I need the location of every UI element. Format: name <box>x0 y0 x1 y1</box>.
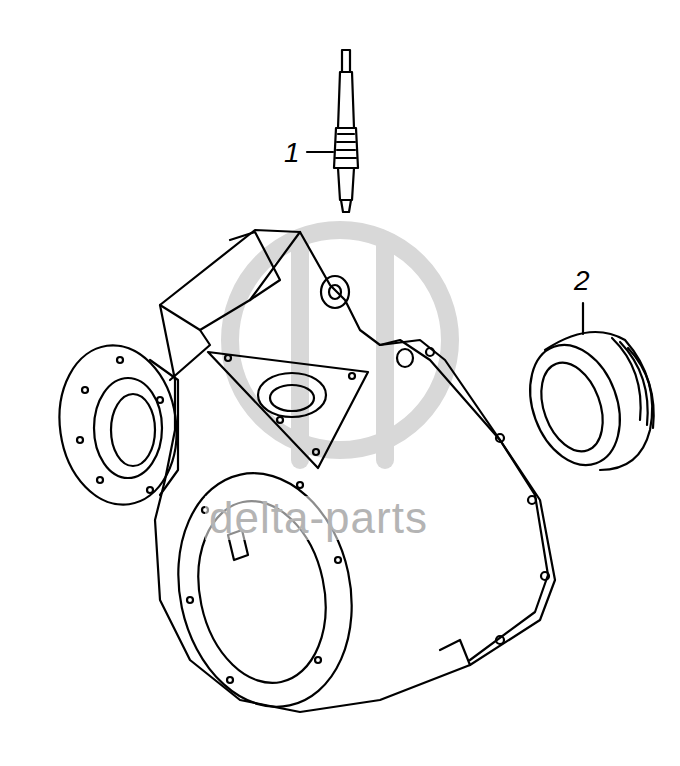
watermark: delta-parts <box>205 496 432 540</box>
leader-line <box>582 303 584 334</box>
leader-line <box>307 151 333 153</box>
gear-housing <box>49 230 555 723</box>
seal-ring <box>514 332 653 478</box>
drive-shaft <box>334 50 358 212</box>
callout-number: 1 <box>284 139 300 167</box>
callout-number: 2 <box>574 267 590 295</box>
